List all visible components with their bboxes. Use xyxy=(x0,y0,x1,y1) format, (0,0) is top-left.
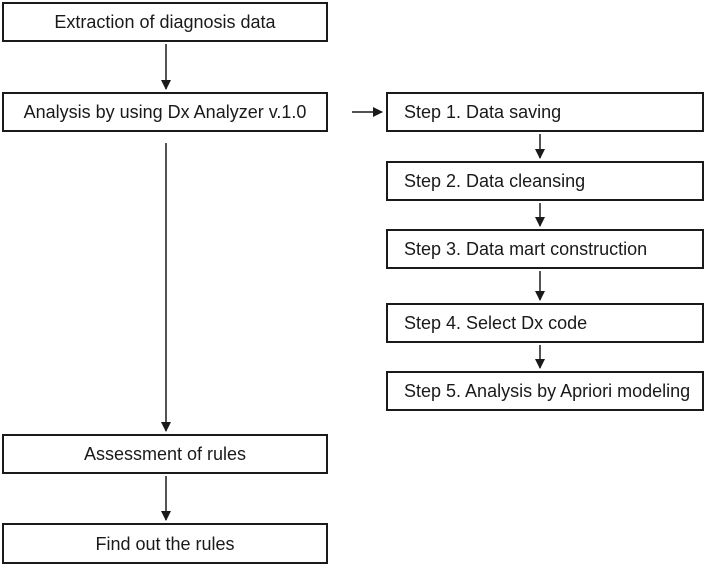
step-1-label: Step 1. Data saving xyxy=(404,102,562,122)
assessment-box: Assessment of rules xyxy=(2,434,328,474)
step-5-label: Step 5. Analysis by Apriori modeling xyxy=(404,381,691,401)
step-2-label: Step 2. Data cleansing xyxy=(404,171,586,191)
analysis-box: Analysis by using Dx Analyzer v.1.0 xyxy=(2,92,328,132)
step-5-box: Step 5. Analysis by Apriori modeling xyxy=(386,371,704,411)
step-2-box: Step 2. Data cleansing xyxy=(386,161,704,201)
step-1-box: Step 1. Data saving xyxy=(386,92,704,132)
find-rules-label: Find out the rules xyxy=(95,533,235,554)
step-3-box: Step 3. Data mart construction xyxy=(386,229,704,269)
step-4-label: Step 4. Select Dx code xyxy=(404,313,588,333)
extraction-box: Extraction of diagnosis data xyxy=(2,2,328,42)
step-3-label: Step 3. Data mart construction xyxy=(404,239,648,259)
find-rules-box: Find out the rules xyxy=(2,523,328,564)
step-4-box: Step 4. Select Dx code xyxy=(386,303,704,343)
assessment-label: Assessment of rules xyxy=(83,444,247,464)
analysis-label: Analysis by using Dx Analyzer v.1.0 xyxy=(23,102,307,122)
extraction-label: Extraction of diagnosis data xyxy=(54,12,276,32)
